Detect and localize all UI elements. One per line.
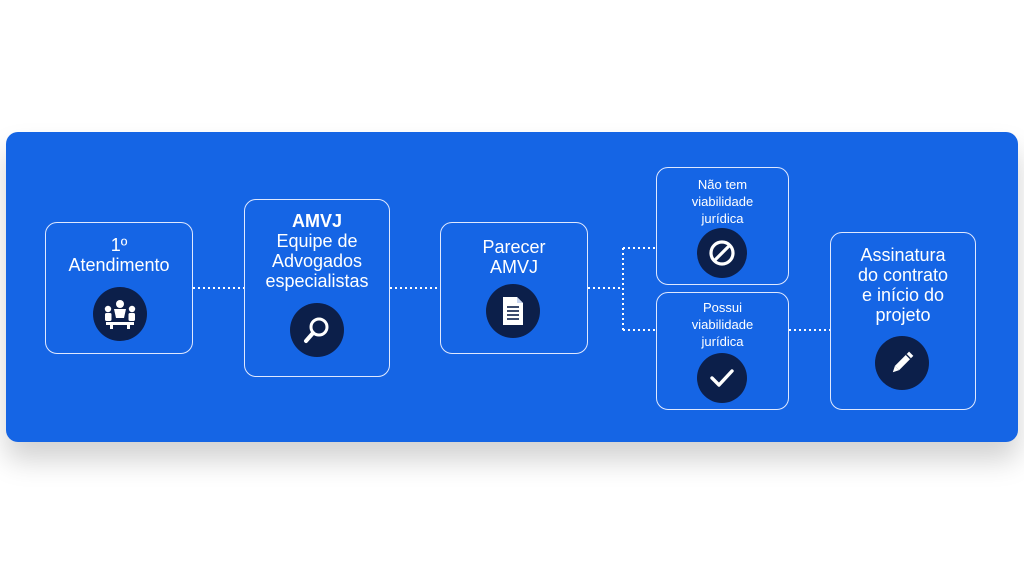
document-icon bbox=[486, 284, 540, 338]
step-final-line4: projeto bbox=[875, 305, 931, 325]
step-equipe-line1: Equipe de bbox=[276, 231, 358, 251]
check-icon bbox=[697, 353, 747, 403]
meeting-people-icon bbox=[93, 287, 147, 341]
step-equipe-brand: AMVJ bbox=[291, 211, 342, 231]
step-atendimento-line2: Atendimento bbox=[68, 255, 170, 275]
step-assinatura: Assinatura do contrato e início do proje… bbox=[830, 232, 976, 410]
branch-com-viabilidade: Possui viabilidade jurídica bbox=[656, 292, 789, 410]
step-atendimento-line1: 1º bbox=[110, 235, 128, 255]
step-equipe-line2: Advogados bbox=[271, 251, 363, 271]
step-final-line1: Assinatura bbox=[860, 245, 946, 265]
step-equipe-line3: especialistas bbox=[265, 271, 369, 291]
branch-sem-viabilidade: Não tem viabilidade jurídica bbox=[656, 167, 789, 285]
branch-no-line1: Não tem bbox=[697, 177, 748, 192]
step-equipe: AMVJ Equipe de Advogados especialistas bbox=[244, 199, 390, 377]
branch-yes-line2: viabilidade bbox=[691, 317, 754, 332]
branch-no-line2: viabilidade bbox=[691, 194, 754, 209]
step-parecer-line1: Parecer bbox=[482, 237, 546, 257]
step-parecer-line2: AMVJ bbox=[489, 257, 538, 277]
step-final-line2: do contrato bbox=[857, 265, 949, 285]
step-atendimento: 1º Atendimento bbox=[45, 222, 193, 354]
branch-no-line3: jurídica bbox=[701, 211, 744, 226]
pencil-icon bbox=[875, 336, 929, 390]
branch-yes-line1: Possui bbox=[702, 300, 743, 315]
branch-yes-line3: jurídica bbox=[701, 334, 744, 349]
step-parecer: Parecer AMVJ bbox=[440, 222, 588, 354]
prohibited-icon bbox=[697, 228, 747, 278]
magnifier-icon bbox=[290, 303, 344, 357]
step-final-line3: e início do bbox=[861, 285, 945, 305]
